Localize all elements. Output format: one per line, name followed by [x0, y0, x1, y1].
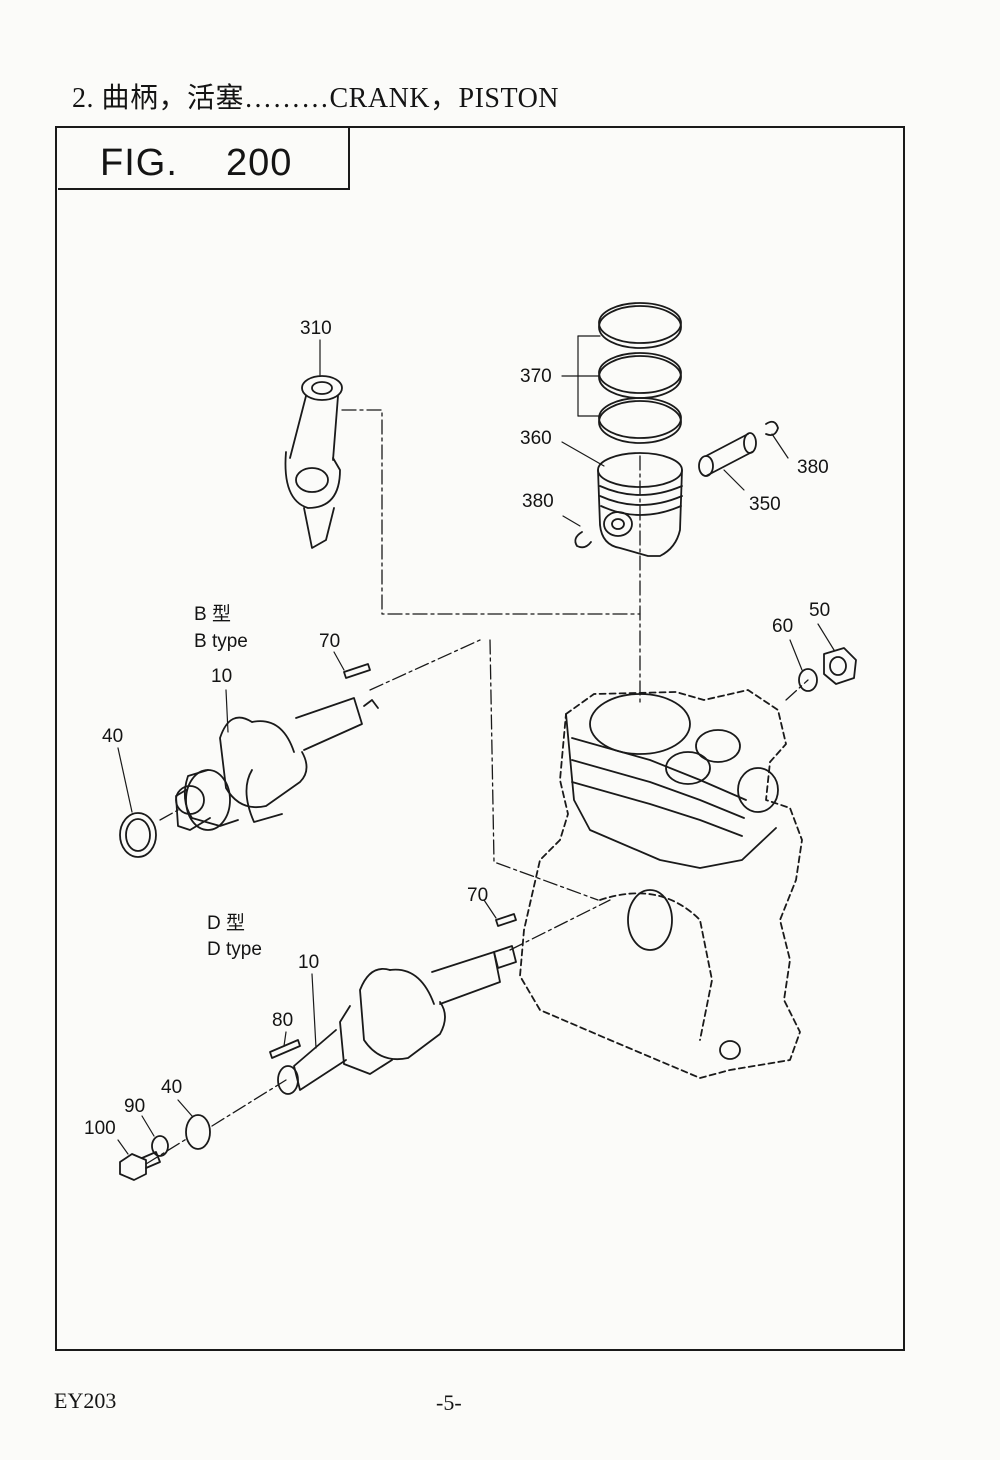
- key-70-b: [343, 663, 371, 679]
- type-d-en-label: D type: [207, 939, 262, 960]
- callout-70-d: 70: [467, 885, 489, 906]
- footer-model: EY203: [54, 1388, 117, 1413]
- leader-lines: [117, 335, 835, 1155]
- assembly-lines: [145, 409, 809, 1165]
- callout-40-b: 40: [102, 726, 124, 747]
- piston-rings: [598, 302, 682, 444]
- callout-90: 90: [124, 1096, 146, 1117]
- callout-10-d: 10: [298, 952, 320, 973]
- piston-pin: [574, 420, 779, 549]
- oil-seal-40-d: [185, 1114, 211, 1150]
- page-title: 2. 曲柄，活塞………CRANK，PISTON: [72, 83, 560, 114]
- washer-60: [798, 668, 818, 692]
- callout-350: 350: [749, 494, 781, 515]
- callout-360: 360: [520, 428, 552, 449]
- oil-seal-40-b: [119, 812, 157, 858]
- type-b-en-label: B type: [194, 631, 248, 652]
- type-d-cn-label: D 型: [207, 913, 246, 934]
- callout-380-right: 380: [797, 457, 829, 478]
- callout-50: 50: [809, 600, 831, 621]
- callout-380-left: 380: [522, 491, 554, 512]
- bolt-100: [119, 1151, 161, 1181]
- diagram-frame: [55, 126, 905, 1351]
- figure-label: FIG.: [100, 142, 178, 184]
- crankshaft-d-type: [277, 945, 517, 1095]
- figure-label-box: [58, 128, 350, 190]
- callout-40-d: 40: [161, 1077, 183, 1098]
- footer-page-number: -5-: [436, 1390, 462, 1415]
- callout-370: 370: [520, 366, 552, 387]
- connecting-rod: [284, 375, 343, 549]
- callout-80: 80: [272, 1010, 294, 1031]
- crankshaft-b-type: [175, 697, 379, 831]
- oil-seal-40-b-inner: [125, 818, 151, 852]
- washer-90: [151, 1135, 169, 1157]
- crankcase: [519, 689, 803, 1079]
- flange-nut: [823, 647, 857, 685]
- callout-70-b: 70: [319, 631, 341, 652]
- callout-310: 310: [300, 318, 332, 339]
- callout-10-b: 10: [211, 666, 233, 687]
- callout-100: 100: [84, 1118, 116, 1139]
- callout-60: 60: [772, 616, 794, 637]
- key-80: [269, 1039, 301, 1059]
- type-b-cn-label: B 型: [194, 604, 231, 625]
- key-70-d: [495, 913, 517, 927]
- figure-number: 200: [226, 142, 293, 184]
